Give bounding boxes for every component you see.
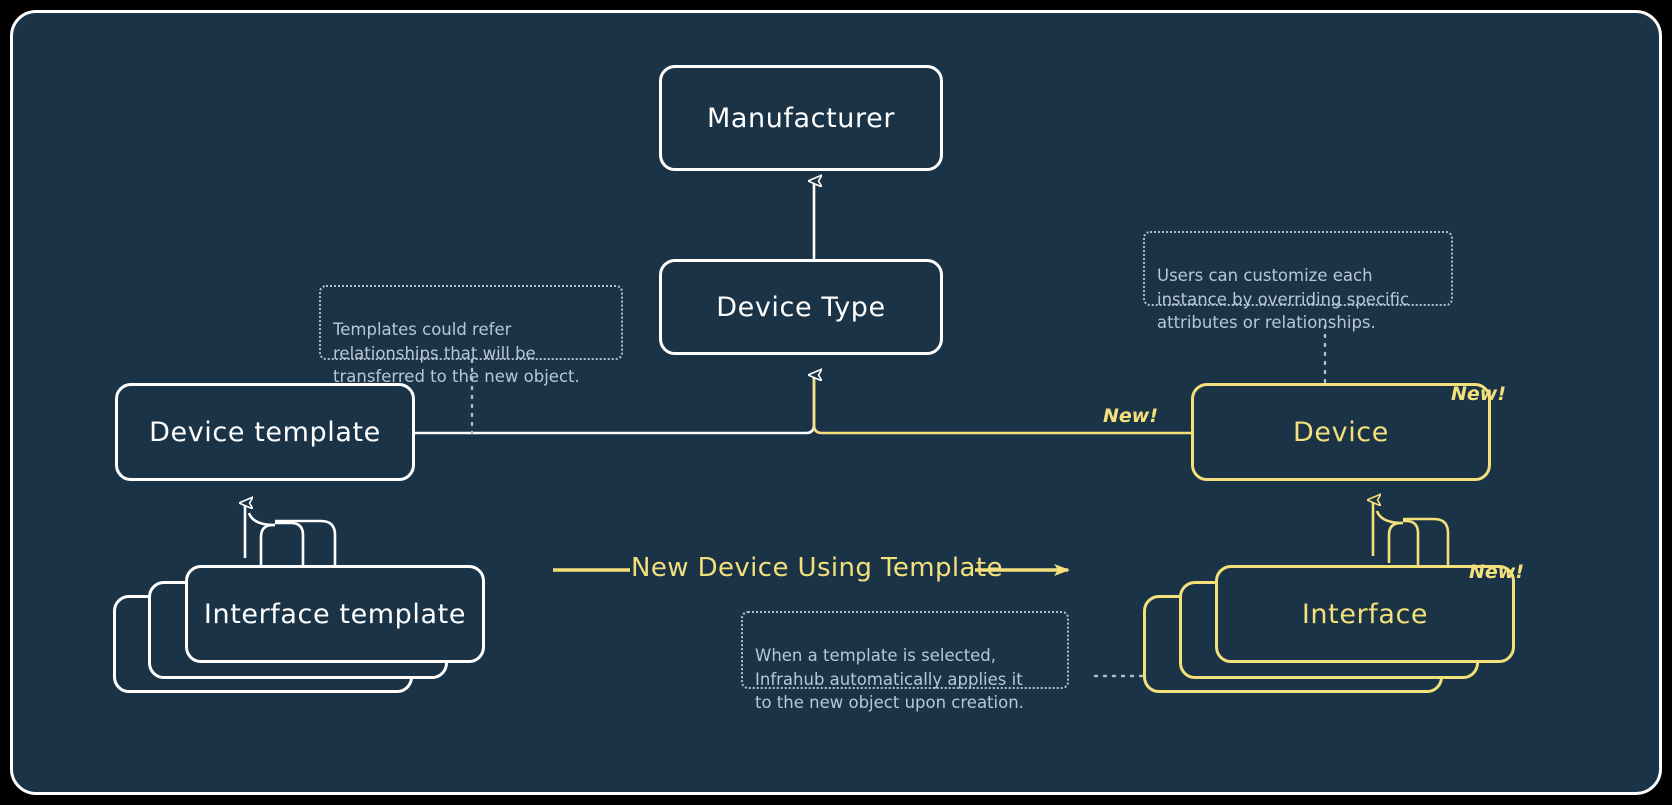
node-manufacturer-label: Manufacturer	[706, 102, 896, 134]
node-device-template[interactable]: Device template	[115, 383, 415, 481]
node-device-template-label: Device template	[149, 416, 381, 448]
new-tag-interface-box: New!	[1469, 561, 1524, 583]
note-template-selected: When a template is selected, Infrahub au…	[741, 611, 1069, 712]
node-interface-template-label: Interface template	[203, 598, 467, 630]
new-tag-device-edge-label: New!	[1103, 405, 1159, 427]
node-device-type[interactable]: Device Type	[659, 259, 943, 355]
edge-interface-device	[1373, 500, 1450, 575]
edge-interfacetemplate-devicetemplate	[245, 503, 337, 579]
new-tag-interface-box-label: New!	[1469, 561, 1525, 583]
edge-device-devicetype	[812, 379, 1195, 435]
note-templates-refer-text: Templates could refer relationships that…	[333, 320, 580, 387]
new-tag-device-box: New!	[1451, 383, 1506, 405]
node-device-type-label: Device Type	[716, 291, 886, 323]
node-device[interactable]: Device	[1191, 383, 1491, 481]
new-tag-device-edge: New!	[1103, 405, 1158, 427]
flow-arrow-label: New Device Using Template	[631, 553, 1003, 583]
node-manufacturer[interactable]: Manufacturer	[659, 65, 943, 171]
node-device-label: Device	[1293, 416, 1389, 448]
diagram-canvas: Manufacturer Device Type Device template…	[10, 10, 1662, 795]
note-users-customize: Users can customize each instance by ove…	[1143, 231, 1453, 332]
note-leader-lines	[470, 324, 1327, 678]
note-users-customize-text: Users can customize each instance by ove…	[1157, 266, 1410, 333]
connector-layer	[13, 13, 1450, 678]
node-interface[interactable]: Interface	[1215, 565, 1515, 663]
flow-arrow-label-text: New Device Using Template	[631, 553, 1003, 583]
node-interface-label: Interface	[1301, 598, 1429, 630]
node-interface-template[interactable]: Interface template	[185, 565, 485, 663]
new-tag-device-box-label: New!	[1451, 383, 1507, 405]
note-templates-refer: Templates could refer relationships that…	[319, 285, 623, 386]
note-template-selected-text: When a template is selected, Infrahub au…	[755, 646, 1024, 713]
